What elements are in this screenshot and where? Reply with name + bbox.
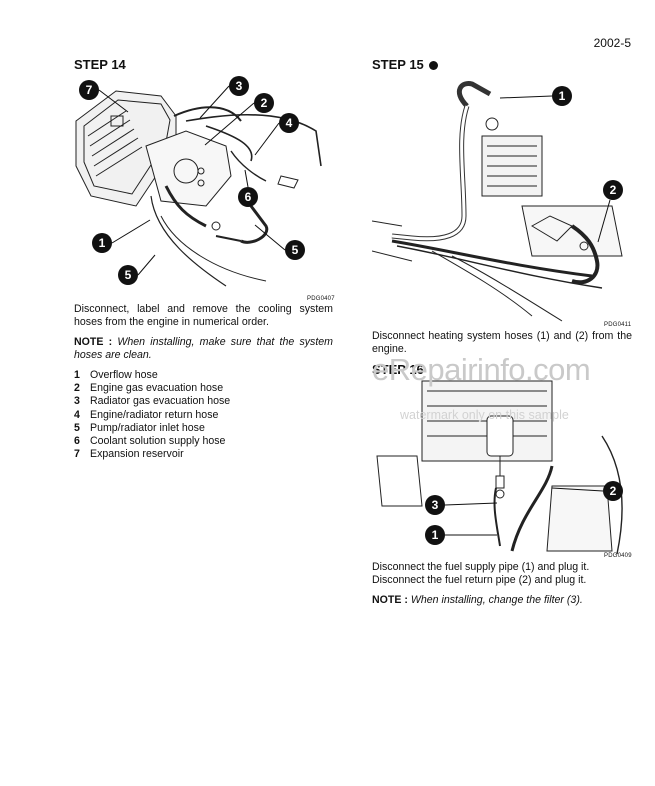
step-16-title: STEP 16 <box>372 362 424 377</box>
watermark: eRepairinfo.com <box>372 352 591 387</box>
page-number: 2002-5 <box>593 36 631 50</box>
callout-1: 1 <box>425 525 445 545</box>
step-14-leader-lines <box>98 85 286 276</box>
callout-2: 2 <box>603 481 623 501</box>
step-14-note-label: NOTE : <box>74 336 113 348</box>
step-15-title: STEP 15 <box>372 57 439 72</box>
step-16-instruction-1: Disconnect the fuel supply pipe (1) and … <box>372 561 590 573</box>
callout-3: 3 <box>425 495 445 515</box>
step-15-illustration <box>372 80 623 322</box>
step-16-note: NOTE : When installing, change the filte… <box>372 594 632 607</box>
callout-7: 7 <box>79 80 99 100</box>
callout-6: 6 <box>238 187 258 207</box>
step-15-instruction: Disconnect heating system hoses (1) and … <box>372 330 632 356</box>
callout-1: 1 <box>92 233 112 253</box>
step-14-figure-code: PDG0407 <box>307 296 335 302</box>
step-16-figure-code: PDG0409 <box>604 553 632 559</box>
step-14-note: NOTE : When installing, make sure that t… <box>74 336 333 362</box>
step-16-leader-lines <box>444 487 604 536</box>
callout-5-lower: 5 <box>118 265 138 285</box>
watermark-subtext: watermark only on this sample <box>400 408 569 422</box>
callout-4: 4 <box>279 113 299 133</box>
hot-surface-icon <box>429 61 439 70</box>
callout-5: 5 <box>285 240 305 260</box>
callout-3: 3 <box>229 76 249 96</box>
step-15-leader-lines <box>499 95 611 243</box>
callout-2: 2 <box>254 93 274 113</box>
step-15-figure-code: PDG0411 <box>604 322 632 328</box>
step-16-note-text: When installing, change the filter (3). <box>407 594 583 606</box>
callout-1: 1 <box>552 86 572 106</box>
step-16-note-label: NOTE : <box>372 594 408 606</box>
step-14-instruction: Disconnect, label and remove the cooling… <box>74 303 333 329</box>
step-14-title: STEP 14 <box>74 57 126 72</box>
step-14-illustration <box>75 90 322 287</box>
callout-2: 2 <box>603 180 623 200</box>
step-16-instruction-2: Disconnect the fuel return pipe (2) and … <box>372 574 587 586</box>
step-14-note-text: When installing, make sure that the syst… <box>74 336 334 362</box>
